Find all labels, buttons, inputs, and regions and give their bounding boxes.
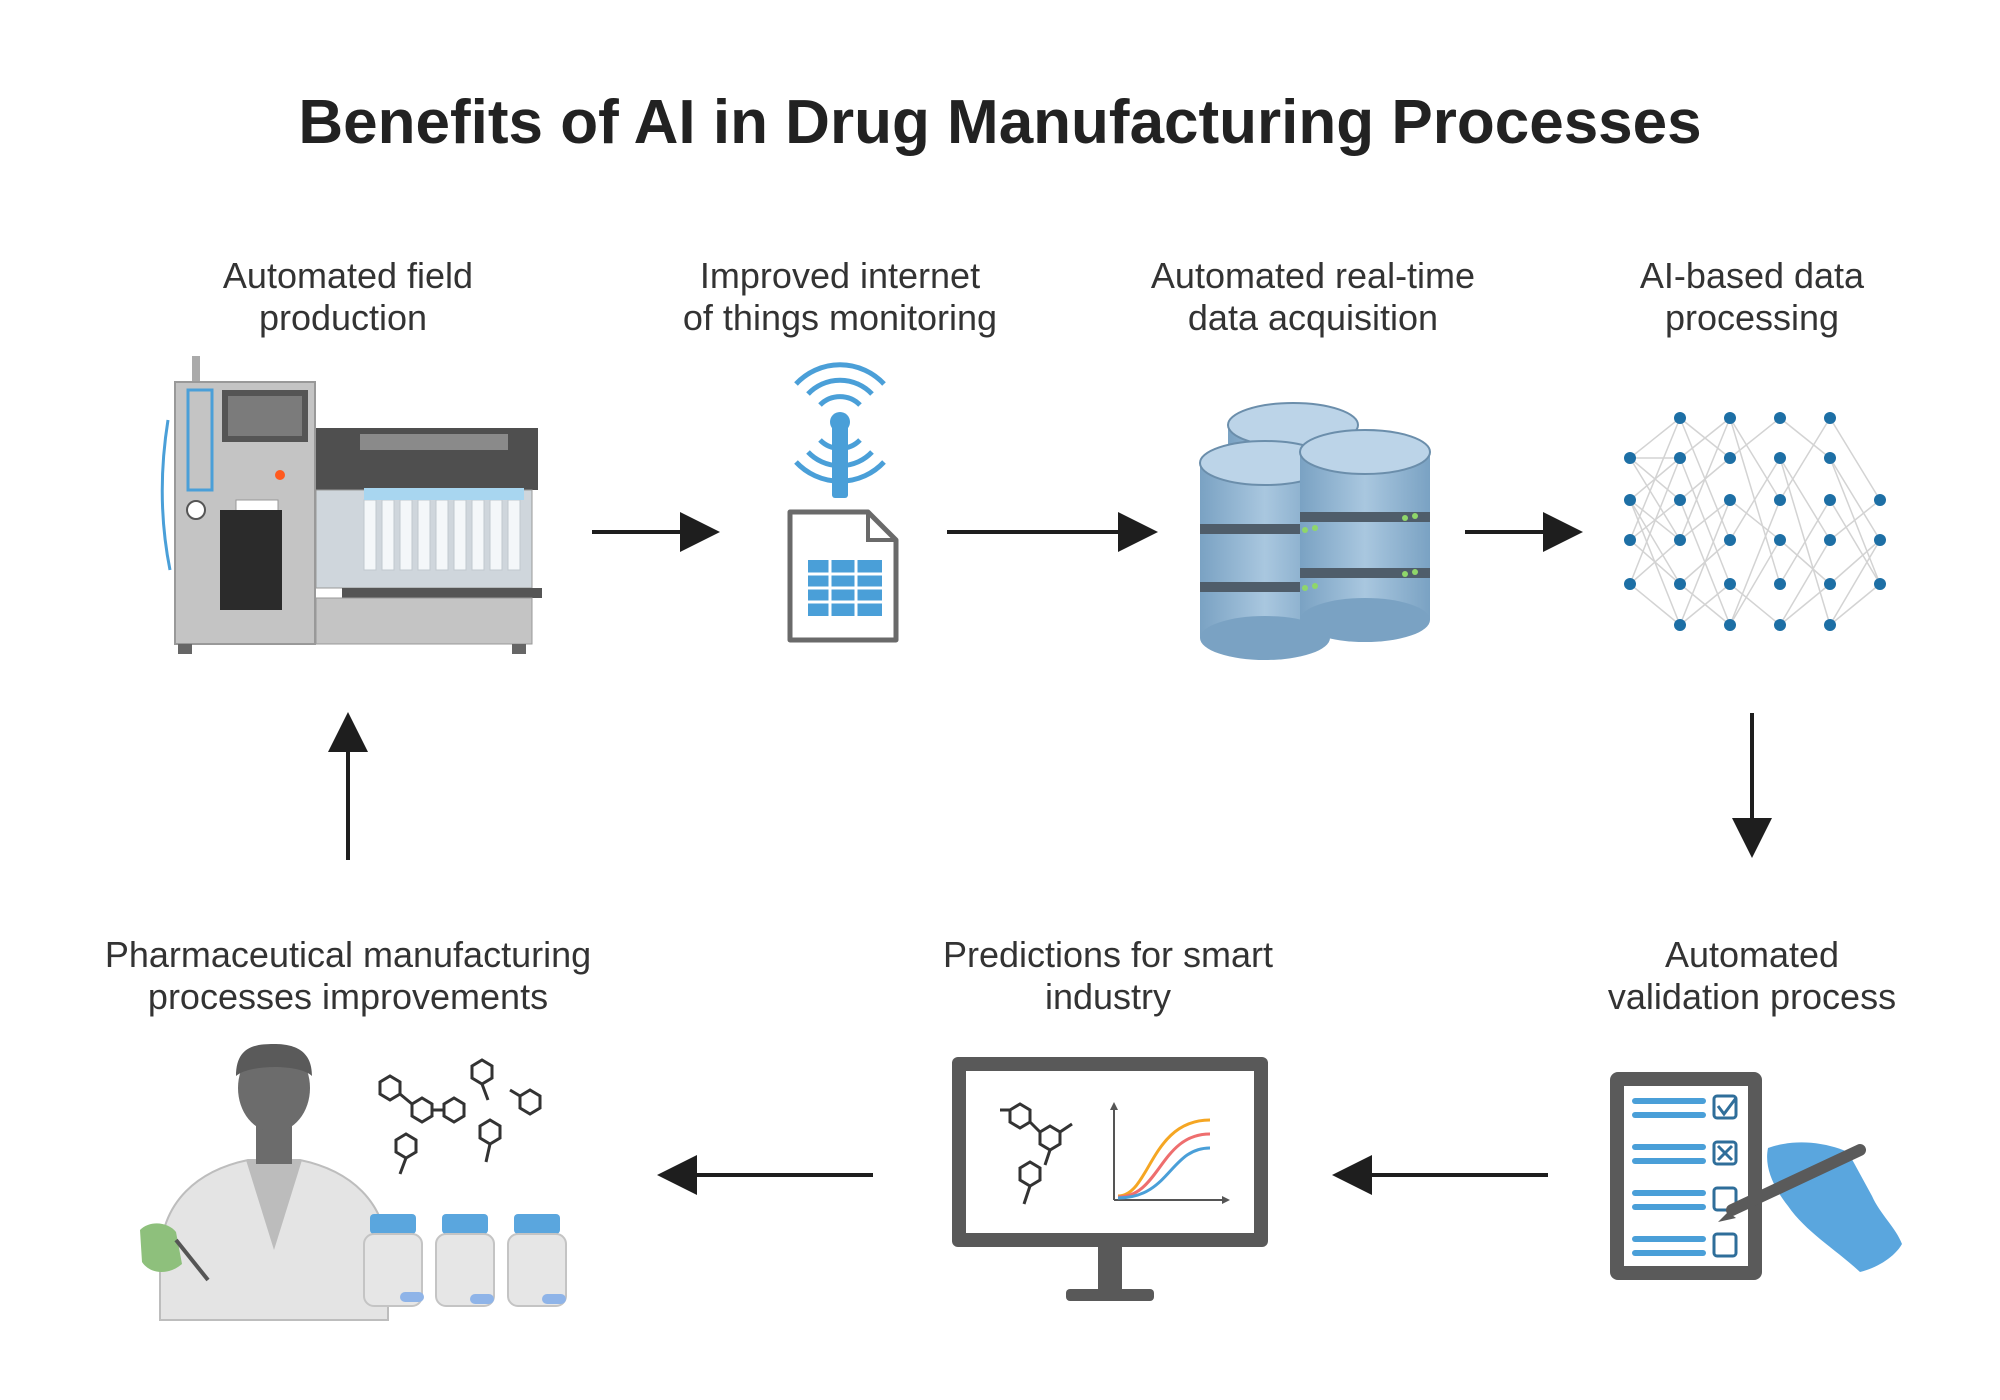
step-label-line1: AI-based data — [1640, 255, 1865, 296]
scientist-pill-bottles-icon — [140, 1044, 567, 1321]
step-label-line1: Pharmaceutical manufacturing — [105, 934, 591, 975]
step-data-acquisition: Automated real-time data acquisition — [1151, 255, 1475, 338]
step-smart-industry-predictions: Predictions for smart industry — [943, 934, 1273, 1017]
step-label-line1: Improved internet — [700, 255, 980, 296]
database-icon — [1199, 402, 1431, 660]
growth-curves-chart — [1110, 1102, 1230, 1204]
step-automated-field-production: Automated field production — [223, 255, 473, 338]
iot-antenna-document-icon — [787, 362, 899, 643]
checklist-icon — [1610, 1072, 1902, 1280]
step-iot-monitoring: Improved internet of things monitoring — [683, 255, 997, 338]
molecule-icon — [378, 1058, 542, 1175]
step-label-line2: data acquisition — [1188, 297, 1438, 338]
neural-network-icon — [1624, 412, 1886, 631]
step-label-line2: processes improvements — [148, 976, 548, 1017]
lab-equipment-icon — [160, 356, 542, 654]
monitor-chart-icon — [952, 1057, 1268, 1301]
step-label-line1: Predictions for smart — [943, 934, 1273, 975]
step-label-line2: of things monitoring — [683, 297, 997, 338]
step-label-line1: Automated — [1665, 934, 1839, 975]
page-title: Benefits of AI in Drug Manufacturing Pro… — [298, 88, 1701, 157]
step-ai-data-processing: AI-based data processing — [1640, 255, 1865, 338]
step-label-line2: validation process — [1608, 976, 1896, 1017]
step-label-line1: Automated field — [223, 255, 473, 296]
step-label-line2: processing — [1665, 297, 1839, 338]
molecule-icon — [1000, 1102, 1073, 1205]
step-label-line2: industry — [1045, 976, 1171, 1017]
step-label-line2: production — [259, 297, 427, 338]
step-manufacturing-improvements: Pharmaceutical manufacturing processes i… — [105, 934, 591, 1017]
step-label-line1: Automated real-time — [1151, 255, 1475, 296]
step-validation-process: Automated validation process — [1608, 934, 1896, 1017]
pill-bottles — [363, 1214, 567, 1307]
